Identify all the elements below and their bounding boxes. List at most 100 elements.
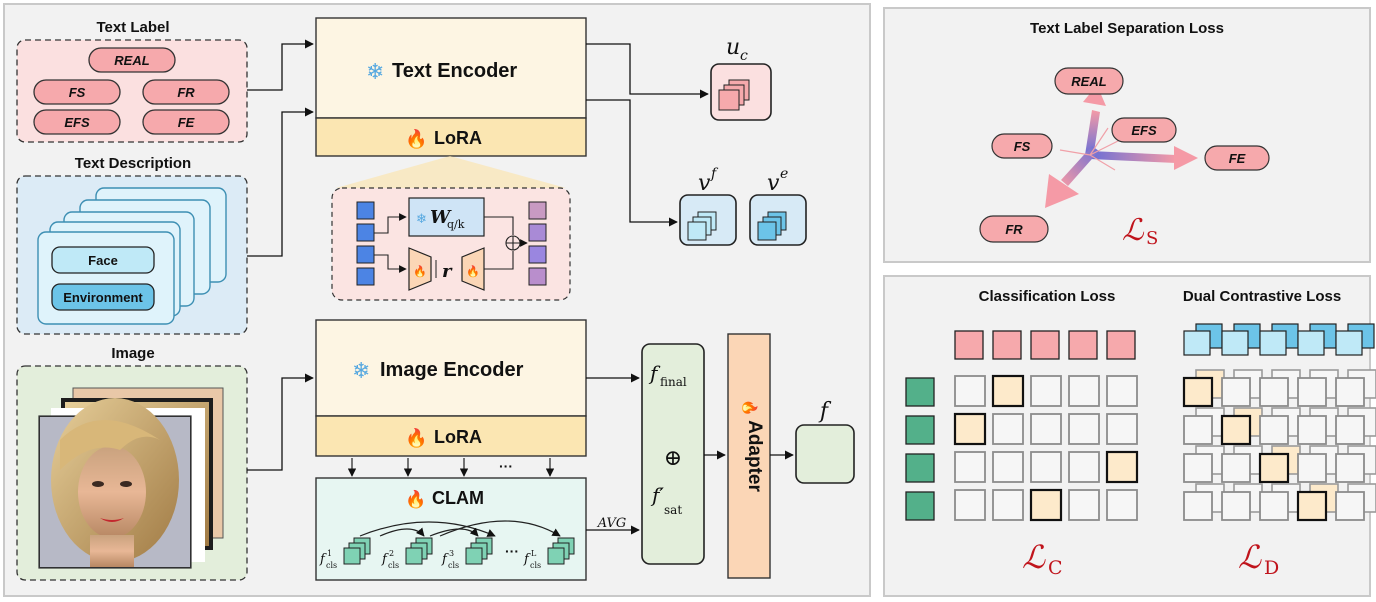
svg-text:⊕: ⊕ (664, 446, 682, 471)
matrix-cell (1068, 451, 1100, 483)
svg-text:REAL: REAL (114, 53, 149, 68)
svg-text:u: u (726, 35, 740, 60)
svg-text:FE: FE (178, 115, 195, 130)
lora-detail-box (331, 187, 571, 301)
matched-cell (1105, 450, 1139, 484)
text-encoder-title: Text Encoder (392, 60, 517, 82)
image-feature-cell (905, 377, 935, 407)
matrix-cell (1335, 377, 1365, 407)
description-environment: Environment (51, 283, 155, 311)
matrix-cell (1068, 489, 1100, 521)
clam-token-label: f (319, 552, 327, 567)
classification-matrix (905, 330, 1139, 522)
image-title: Image (111, 345, 154, 362)
lora-connectors (374, 213, 528, 273)
classification-loss-title: Classification Loss (979, 288, 1116, 305)
matrix-cell (1030, 413, 1062, 445)
matrix-cell (1106, 489, 1138, 521)
weight-matrix-block: ❄ W q/k (408, 197, 485, 237)
snowflake-icon: ❄ (366, 59, 384, 84)
matrix-cell (954, 489, 986, 521)
svg-text:REAL: REAL (1071, 74, 1106, 89)
svg-text:r: r (442, 261, 453, 282)
image-lora-label: LoRA (434, 427, 482, 447)
matrix-cell (1335, 415, 1365, 445)
matrix-cell (1030, 375, 1062, 407)
matrix-cell (1297, 453, 1327, 483)
label-pill-fr: FR (142, 79, 230, 105)
ve-feature-stack (757, 211, 787, 241)
clam-token-sub: cls (326, 561, 337, 570)
svg-text:sat: sat (664, 503, 682, 517)
clam-ellipsis-top: ··· (499, 458, 513, 474)
image-encoder-title: Image Encoder (380, 359, 524, 381)
separation-vectors (1045, 85, 1198, 208)
flame-icon: 🔥 (405, 128, 427, 149)
description-embedding-front (1297, 330, 1325, 356)
matrix-cell (1030, 451, 1062, 483)
matrix-cell (1259, 491, 1289, 521)
avg-label: AVG (597, 516, 627, 531)
dual-contrastive-matrix (1182, 323, 1376, 522)
text-encoder: ❄ Text Encoder (315, 17, 587, 119)
svg-text:EFS: EFS (64, 115, 90, 130)
snowflake-icon: ❄ (352, 358, 370, 383)
flame-icon: 🔥 (741, 399, 758, 416)
svg-text:Face: Face (88, 253, 118, 268)
image-feature-cell (905, 415, 935, 445)
svg-text:FR: FR (177, 85, 195, 100)
matrix-cell (1183, 415, 1213, 445)
clam-token-sup: 3 (449, 549, 454, 558)
matched-cell (1029, 488, 1063, 522)
clam-token-sup: 1 (327, 549, 332, 558)
fused-feature-block: f final ⊕ f′ sat (641, 343, 705, 565)
matched-cell (1296, 490, 1328, 522)
svg-text:f: f (710, 166, 719, 182)
clam-token-sub: cls (530, 561, 541, 570)
lora-output-tokens (528, 201, 547, 286)
label-embedding-cell (1068, 330, 1098, 360)
matrix-cell (1106, 413, 1138, 445)
classification-loss-symbol: ℒ C (1022, 538, 1063, 579)
svg-text:v: v (698, 171, 711, 196)
svg-text:EFS: EFS (1131, 123, 1157, 138)
matrix-cell (1259, 377, 1289, 407)
separation-pill-real: REAL (1054, 67, 1124, 95)
matrix-cell (1183, 491, 1213, 521)
separation-pill-fr: FR (979, 215, 1049, 243)
clam-token-label: f (381, 552, 389, 567)
text-description-title: Text Description (75, 155, 191, 172)
description-embedding-front (1183, 330, 1211, 356)
matrix-cell (1335, 491, 1365, 521)
clam-token-label: f (523, 552, 531, 567)
adapter-block: 🔥 Adapter (727, 333, 771, 579)
label-embedding-cell (1106, 330, 1136, 360)
matched-cell (991, 374, 1025, 408)
image-feature-cell (905, 491, 935, 521)
clam-token-sub: cls (388, 561, 399, 570)
clam-attention-arcs (359, 520, 561, 537)
svg-text:e: e (780, 166, 788, 182)
clam-module: 🔥 CLAM (315, 477, 587, 581)
flame-icon: 🔥 (405, 427, 427, 448)
flame-icon: 🔥 (413, 265, 427, 278)
face-image-stack (38, 387, 224, 569)
clam-ellipsis-inner: ··· (505, 543, 519, 559)
matched-cell (1258, 452, 1290, 484)
svg-text:W: W (430, 207, 452, 228)
separation-pill-fs: FS (991, 133, 1053, 159)
label-pill-efs: EFS (33, 109, 121, 135)
description-face: Face (51, 246, 155, 274)
svg-text:ℒ: ℒ (1238, 538, 1262, 576)
separation-pill-efs: EFS (1111, 117, 1177, 143)
svg-text:c: c (740, 48, 748, 64)
label-embedding-cell (992, 330, 1022, 360)
svg-text:Environment: Environment (63, 290, 143, 305)
lora-input-tokens (356, 201, 375, 286)
matrix-cell (1183, 453, 1213, 483)
matched-cell (953, 412, 987, 446)
